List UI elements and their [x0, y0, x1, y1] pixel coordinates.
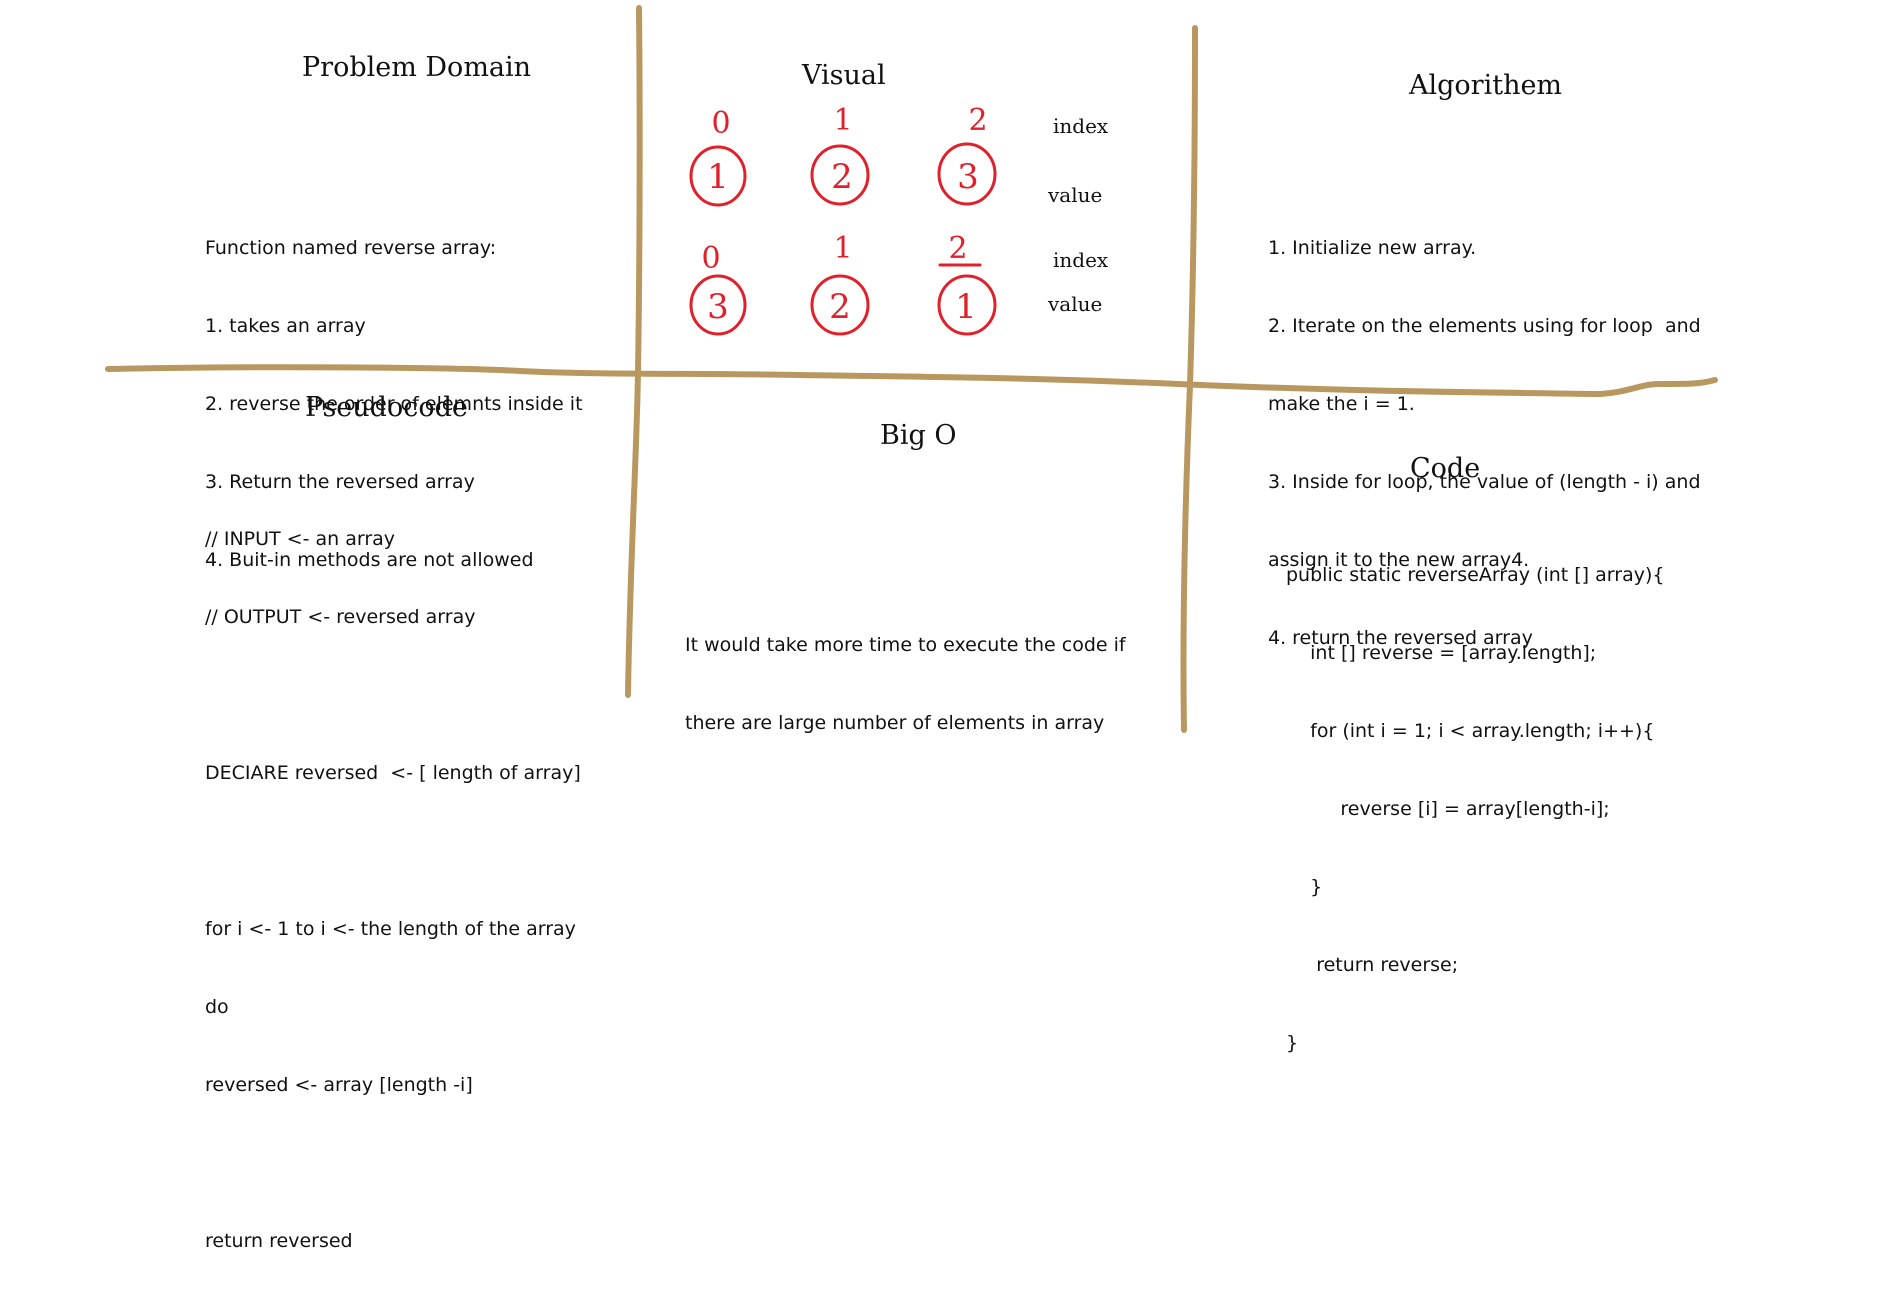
algorithm-text: 1. Initialize new array. 2. Iterate on t…	[1268, 183, 1701, 703]
text-line	[205, 682, 581, 708]
bottom-index-0: 0	[701, 241, 720, 276]
text-line: It would take more time to execute the c…	[685, 634, 1126, 656]
text-line: reversed <- array [length -i]	[205, 1074, 473, 1096]
array-element-circle	[937, 274, 997, 336]
visual-title: Visual	[802, 60, 886, 91]
bottom-value-2: 1	[955, 287, 977, 327]
top-index-label: index	[1053, 114, 1109, 138]
text-line: make the i = 1.	[1268, 393, 1415, 415]
quadrant-dividers	[105, 5, 1718, 733]
bottom-index-label: index	[1053, 248, 1109, 272]
code-line: for (int i = 1; i < array.length; i++){	[1286, 720, 1655, 742]
text-line: DECIARE reversed <- [ length of array]	[205, 762, 581, 784]
text-line: Function named reverse array:	[205, 237, 497, 259]
text-line: do	[205, 996, 229, 1018]
code-title: Code	[1410, 453, 1481, 484]
problem-domain-title: Problem Domain	[302, 52, 532, 83]
text-line: // OUTPUT <- reversed array	[205, 606, 476, 628]
top-value-0: 1	[707, 157, 729, 197]
bottom-value-0: 3	[707, 287, 729, 327]
top-index-2: 2	[968, 103, 987, 138]
text-line	[205, 1150, 581, 1176]
code-line: int [] reverse = [array.length];	[1286, 642, 1597, 664]
text-line: // INPUT <- an array	[205, 528, 396, 550]
text-line: return reversed	[205, 1230, 353, 1252]
top-value-label: value	[1048, 183, 1103, 207]
algorithm-title: Algorithem	[1409, 70, 1563, 101]
code-line: }	[1286, 876, 1323, 898]
whiteboard-canvas: Problem Domain Function named reverse ar…	[105, 5, 1718, 1252]
text-line: 1. takes an array	[205, 315, 366, 337]
array-element-circle	[810, 144, 870, 206]
top-value-2: 3	[957, 157, 979, 197]
horizontal-divider	[105, 364, 1718, 398]
code-line: return reverse;	[1286, 954, 1459, 976]
text-line: assign it to the new array4.	[1268, 549, 1530, 571]
visual-array-drawing: 0 1 2 1 2 3 0 1 2 3 2 1	[689, 103, 997, 336]
text-line: 4. Buit-in methods are not allowed	[205, 549, 534, 571]
top-index-1: 1	[833, 103, 852, 138]
text-line	[205, 838, 581, 864]
code-line: }	[1286, 1032, 1299, 1054]
text-line: there are large number of elements in ar…	[685, 712, 1105, 734]
text-line: 2. Iterate on the elements using for loo…	[1268, 315, 1701, 337]
array-element-circle	[689, 274, 747, 336]
code-line: public static reverseArray (int [] array…	[1286, 564, 1665, 586]
array-element-circle	[689, 145, 747, 207]
text-line: 4. return the reversed array	[1268, 627, 1533, 649]
pseudocode-text: // INPUT <- an array // OUTPUT <- revers…	[205, 474, 581, 1306]
bottom-index-1: 1	[833, 231, 852, 266]
big-o-title: Big O	[880, 420, 957, 451]
text-line: 1. Initialize new array.	[1268, 237, 1477, 259]
pseudocode-title: Pseudocode	[305, 392, 468, 423]
big-o-text: It would take more time to execute the c…	[685, 580, 1126, 788]
bottom-value-label: value	[1048, 292, 1103, 316]
problem-domain-text: Function named reverse array: 1. takes a…	[205, 183, 583, 625]
top-value-1: 2	[831, 157, 853, 197]
array-element-circle	[810, 274, 870, 336]
code-text: public static reverseArray (int [] array…	[1286, 510, 1664, 1108]
right-vertical-divider	[1180, 25, 1198, 733]
bottom-index-2: 2	[948, 231, 967, 266]
top-index-0: 0	[711, 106, 730, 141]
text-line: 3. Inside for loop, the value of (length…	[1268, 471, 1701, 493]
text-line: for i <- 1 to i <- the length of the arr…	[205, 918, 576, 940]
array-element-circle	[937, 142, 997, 206]
left-vertical-divider	[625, 5, 643, 698]
bottom-value-1: 2	[829, 287, 851, 327]
text-line: 2. reverse the order of elemnts inside i…	[205, 393, 583, 415]
code-line: reverse [i] = array[length-i];	[1286, 798, 1610, 820]
text-line: 3. Return the reversed array	[205, 471, 475, 493]
